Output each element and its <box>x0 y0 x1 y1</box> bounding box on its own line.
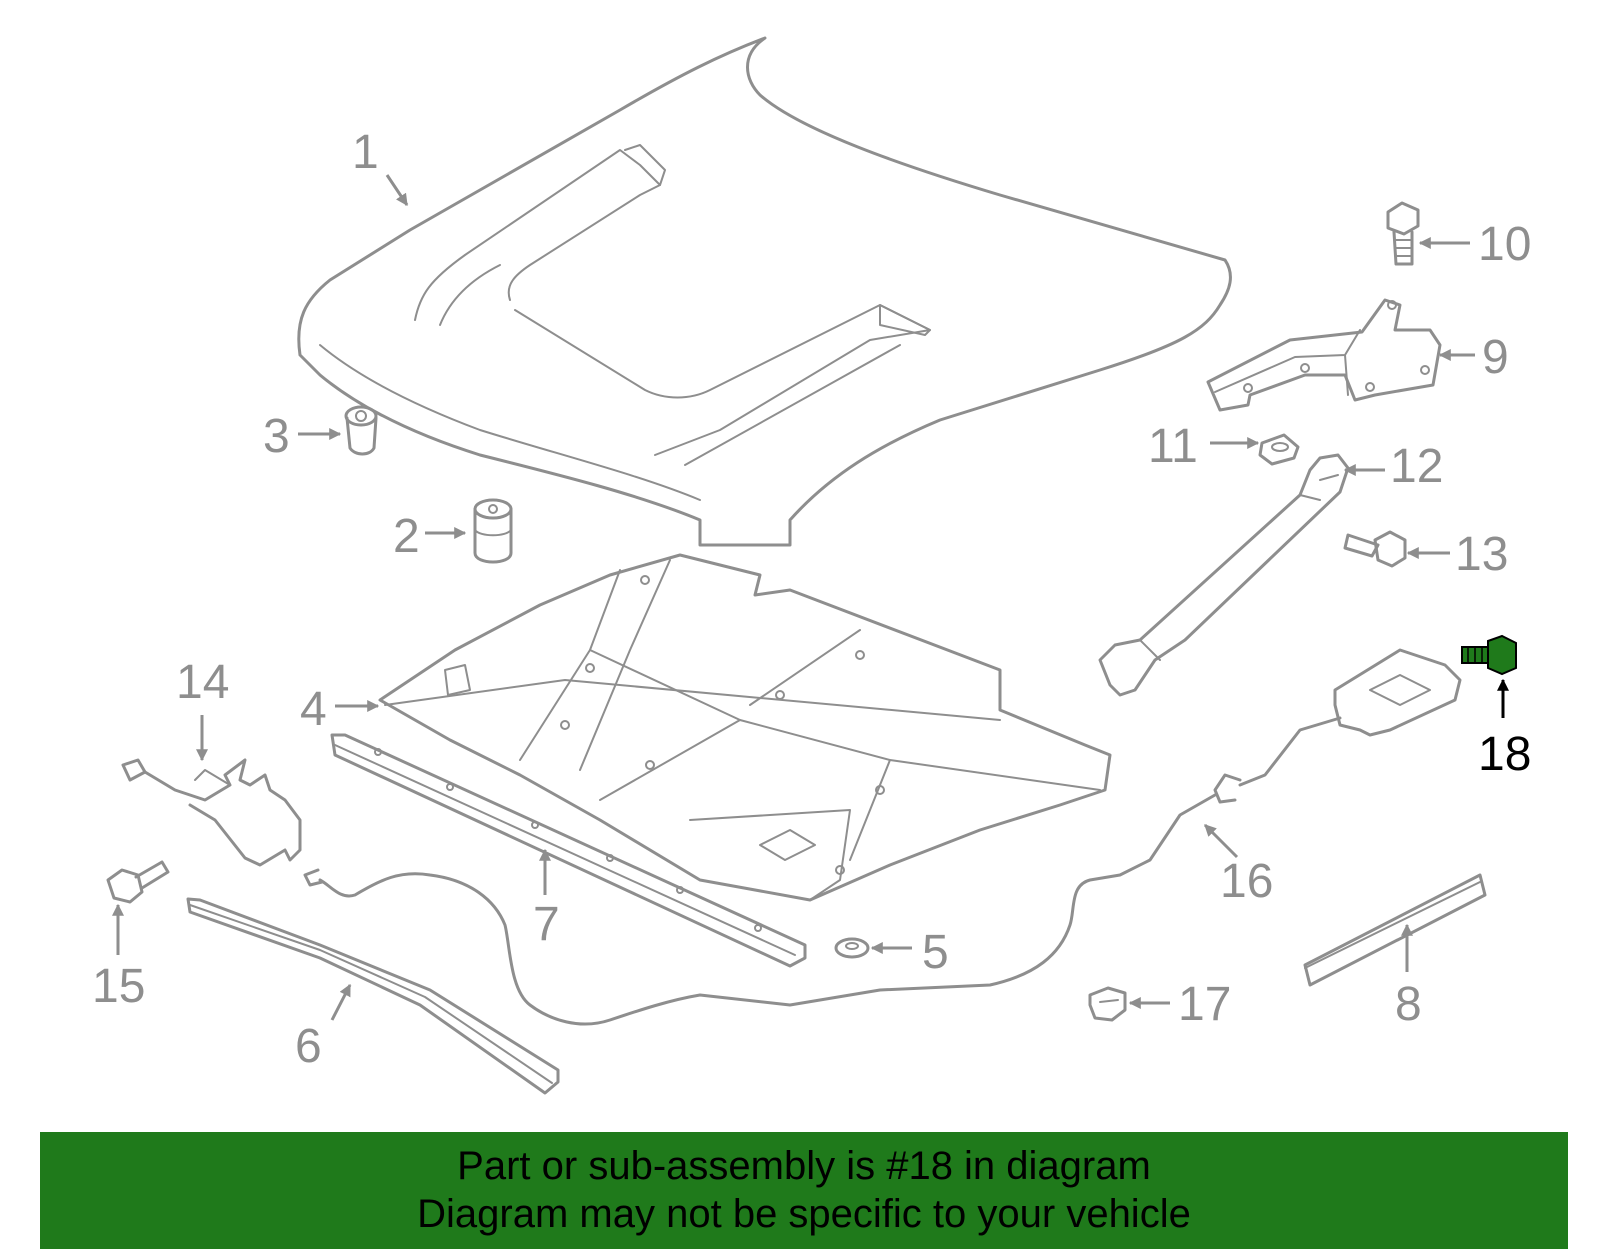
callout-14: 14 <box>176 656 229 709</box>
callout-1: 1 <box>352 126 379 179</box>
bolt-15 <box>106 860 170 904</box>
sensor-14 <box>121 758 302 867</box>
release-cable-16 <box>303 648 1462 1026</box>
callout-16: 16 <box>1220 855 1273 908</box>
nut-11 <box>1258 433 1300 466</box>
callout-8: 8 <box>1395 978 1422 1031</box>
seal-6 <box>186 897 560 1095</box>
callout-17: 17 <box>1178 978 1231 1031</box>
bolt-18-highlighted[interactable] <box>1461 634 1517 676</box>
seal-8 <box>1303 873 1487 987</box>
callout-3: 3 <box>263 410 290 463</box>
callout-10: 10 <box>1478 218 1531 271</box>
callout-6: 6 <box>295 1020 322 1073</box>
callout-18[interactable]: 18 <box>1478 728 1531 781</box>
callout-7: 7 <box>533 898 560 951</box>
hood-panel <box>297 36 1232 547</box>
hinge-9 <box>1206 298 1442 412</box>
clip-17 <box>1088 986 1127 1022</box>
callout-2: 2 <box>393 510 420 563</box>
seal-7 <box>330 733 807 968</box>
arrow-1 <box>385 174 409 206</box>
callout-13: 13 <box>1455 528 1508 581</box>
support-rod-12 <box>1098 453 1350 697</box>
callout-9: 9 <box>1482 331 1509 384</box>
grommet-5 <box>834 937 870 959</box>
banner-line-disclaimer: Diagram may not be specific to your vehi… <box>417 1192 1191 1236</box>
callout-15: 15 <box>92 960 145 1013</box>
bumper-3 <box>344 405 378 456</box>
info-banner: Part or sub-assembly is #18 in diagram D… <box>40 1132 1568 1249</box>
arrow-16 <box>1203 823 1239 859</box>
callout-11: 11 <box>1148 420 1198 473</box>
bolt-13 <box>1343 530 1407 568</box>
banner-line-part: Part or sub-assembly is #18 in diagram <box>457 1144 1151 1188</box>
callout-12: 12 <box>1390 440 1443 493</box>
callout-5: 5 <box>922 926 949 979</box>
bolt-10 <box>1386 201 1420 266</box>
callout-4: 4 <box>300 683 327 736</box>
arrow-6 <box>330 983 352 1021</box>
bumper-2 <box>473 498 513 564</box>
hood-insulator <box>378 553 1112 902</box>
